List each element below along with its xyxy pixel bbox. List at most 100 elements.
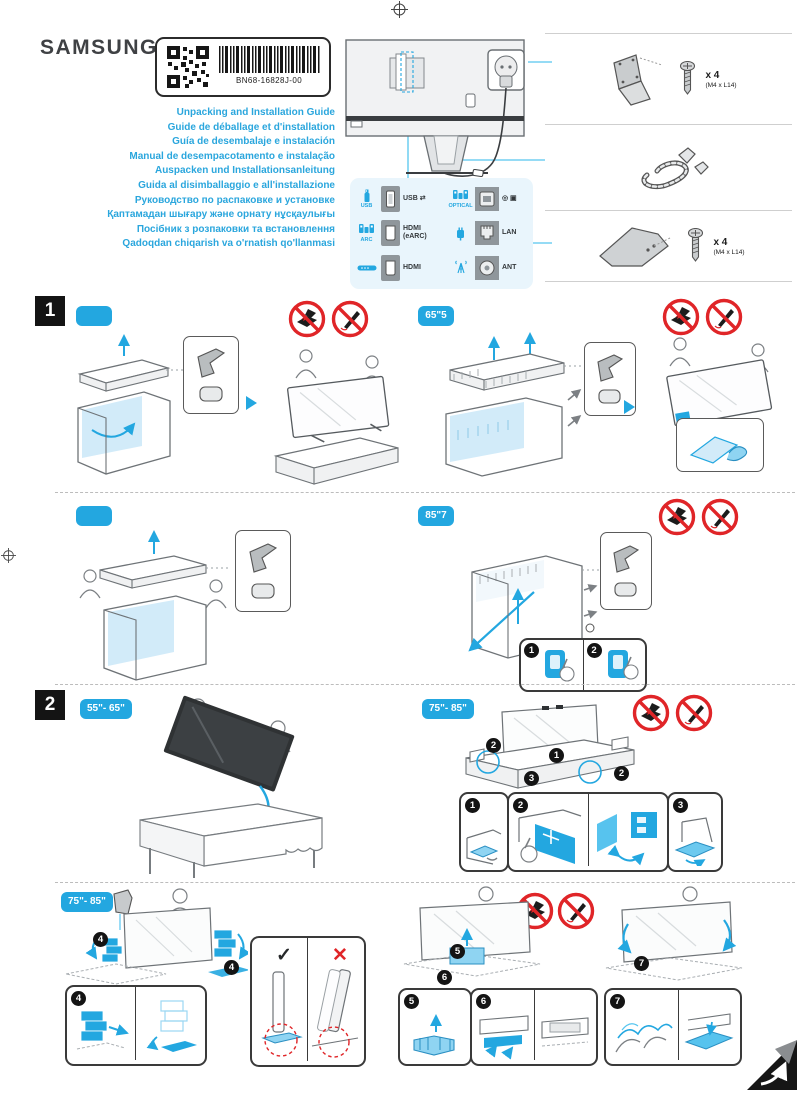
- hdmi-port: [381, 254, 400, 281]
- port-label: USB ⇄: [403, 194, 426, 202]
- section-1-number: 1: [35, 296, 65, 326]
- step-number: 1: [549, 748, 564, 763]
- cross-mark: ✕: [332, 945, 348, 966]
- title-uz: Qadoqdan chiqarish va o'rnatish qo'llanm…: [122, 238, 335, 250]
- port-cell-usb: USB USB ⇄: [353, 182, 447, 216]
- samsung-logo: SAMSUNG: [40, 36, 158, 59]
- foam-removal-detail-panel: 4: [65, 985, 207, 1066]
- ant-port: [475, 255, 499, 280]
- size-badge: 85"7: [418, 506, 454, 526]
- illustration-two-people-carry-tv: [666, 337, 773, 426]
- empty-slot-art: [541, 1017, 589, 1047]
- soundbar-icon: [355, 264, 378, 272]
- optical-speakers-icon: OPTICAL: [448, 189, 473, 210]
- step-number: 1: [524, 643, 539, 658]
- step-number: 4: [93, 932, 108, 947]
- port-cell-hdmi-earc: ARC HDMI (eARC): [353, 216, 447, 250]
- unpack-step-panel-1: 1: [459, 792, 509, 872]
- port-cell-optical: OPTICAL ◎ ▣: [447, 182, 546, 216]
- step-number: 7: [610, 994, 625, 1009]
- usb-device-icon: USB: [355, 188, 378, 210]
- screw-icon: [688, 228, 704, 262]
- step-number: 4: [224, 960, 239, 975]
- step-number: 2: [513, 798, 528, 813]
- illustration-open-large-box: [468, 555, 600, 659]
- no-box-cutter-icon: [288, 300, 326, 338]
- gloved-hand-holding-corner: [689, 436, 748, 464]
- foam-to-floor-art: [146, 1000, 197, 1052]
- registration-mark-icon: [1, 548, 16, 563]
- part-number: BN68-16828J-00: [235, 76, 303, 85]
- panel-divider: [588, 794, 590, 866]
- arc-speakers-icon: ARC: [355, 223, 378, 244]
- step-number: 5: [450, 944, 465, 959]
- stand-base-illustration: [599, 227, 671, 267]
- no-blade-icon: [331, 300, 369, 338]
- accessories-list: x 4 (M4 x L14): [545, 33, 792, 282]
- no-blade-icon: [701, 498, 739, 536]
- screw-icon: [680, 61, 696, 95]
- parts-detail-box: [584, 342, 636, 416]
- illustration-remove-bottom-foam: [403, 886, 541, 977]
- slide-bracket-art: [479, 1015, 529, 1060]
- tv-leaning-incorrect-art: [311, 969, 359, 1058]
- foam-lift-detail-panel: 5: [398, 988, 472, 1066]
- illustration-remove-top-cover: [77, 334, 183, 475]
- corner-bracket-and-pad-icons: [197, 348, 226, 402]
- press-latch-art: [607, 650, 639, 680]
- step-number: 2: [586, 643, 602, 658]
- step-number: 5: [404, 994, 419, 1009]
- size-badge: 75"- 85": [61, 892, 113, 912]
- antenna-icon: [449, 260, 472, 275]
- title-en: Unpacking and Installation Guide: [176, 107, 335, 118]
- multilingual-titles: Unpacking and Installation Guide Guide d…: [40, 106, 335, 252]
- lan-plug-icon: [449, 226, 472, 241]
- size-badge: 65"5: [418, 306, 454, 326]
- corner-bracket-and-pad-icons: [249, 543, 278, 599]
- step-number: 6: [476, 994, 491, 1009]
- title-uk: Посібник з розпаковки та встановлення: [136, 223, 335, 235]
- illustration-fold-down-wrap: [605, 886, 743, 981]
- tv-standing-correct-art: [261, 971, 303, 1057]
- size-badge: 55"- 65": [80, 699, 132, 719]
- illustration-remove-side-foams: [65, 888, 248, 985]
- no-box-cutter-icon: [658, 498, 696, 536]
- illustration-remove-foam-tray: [445, 332, 585, 477]
- pull-flap-art: [466, 829, 502, 865]
- barcode: [219, 46, 320, 73]
- accessory-stand-base: x 4 (M4 x L14): [545, 210, 792, 282]
- divider: [55, 684, 795, 685]
- step-number: 6: [437, 970, 452, 985]
- unpack-step-panel-3: 3: [667, 792, 723, 872]
- panel-divider: [307, 938, 309, 1061]
- ports-legend: USB USB ⇄ OPTICAL ◎ ▣ ARC HDMI (eARC): [350, 178, 533, 289]
- parts-detail-box: [235, 530, 291, 612]
- qr-code: [165, 44, 211, 90]
- barcode-label: BN68-16828J-00: [155, 37, 331, 97]
- foam-stack-art: [76, 1010, 129, 1050]
- port-label: LAN: [502, 229, 517, 237]
- tv-rear-diagram: [345, 39, 525, 177]
- slide-bracket-detail-panel: 6: [470, 988, 598, 1066]
- title-it: Guida al disimballaggio e all'installazi…: [138, 179, 335, 191]
- size-badge: 75"- 85": [422, 699, 474, 719]
- divider: [55, 492, 795, 493]
- page-turn-icon: [747, 1040, 797, 1090]
- hands-pull-wrap-art: [615, 1023, 673, 1053]
- title-de: Auspacken und Installationsanleitung: [154, 165, 335, 177]
- title-ru: Руководство по распаковке и установке: [134, 194, 335, 206]
- next-step-arrow: [246, 396, 257, 410]
- port-cell-lan: LAN: [447, 216, 546, 250]
- screw-spec: (M4 x L14): [713, 248, 745, 256]
- port-label: ANT: [502, 263, 517, 271]
- registration-mark-icon: [391, 1, 408, 18]
- section-2-number: 2: [35, 690, 65, 720]
- hdmi-port: [381, 220, 400, 247]
- step-number: 2: [486, 738, 501, 753]
- panel-divider: [678, 990, 680, 1060]
- illustration-place-tv-on-table: [139, 695, 323, 878]
- correct-incorrect-panel: ✓ ✕: [250, 936, 366, 1067]
- port-cell-hdmi: HDMI: [353, 251, 447, 285]
- latch-press-detail-panel: 1 2: [519, 638, 647, 692]
